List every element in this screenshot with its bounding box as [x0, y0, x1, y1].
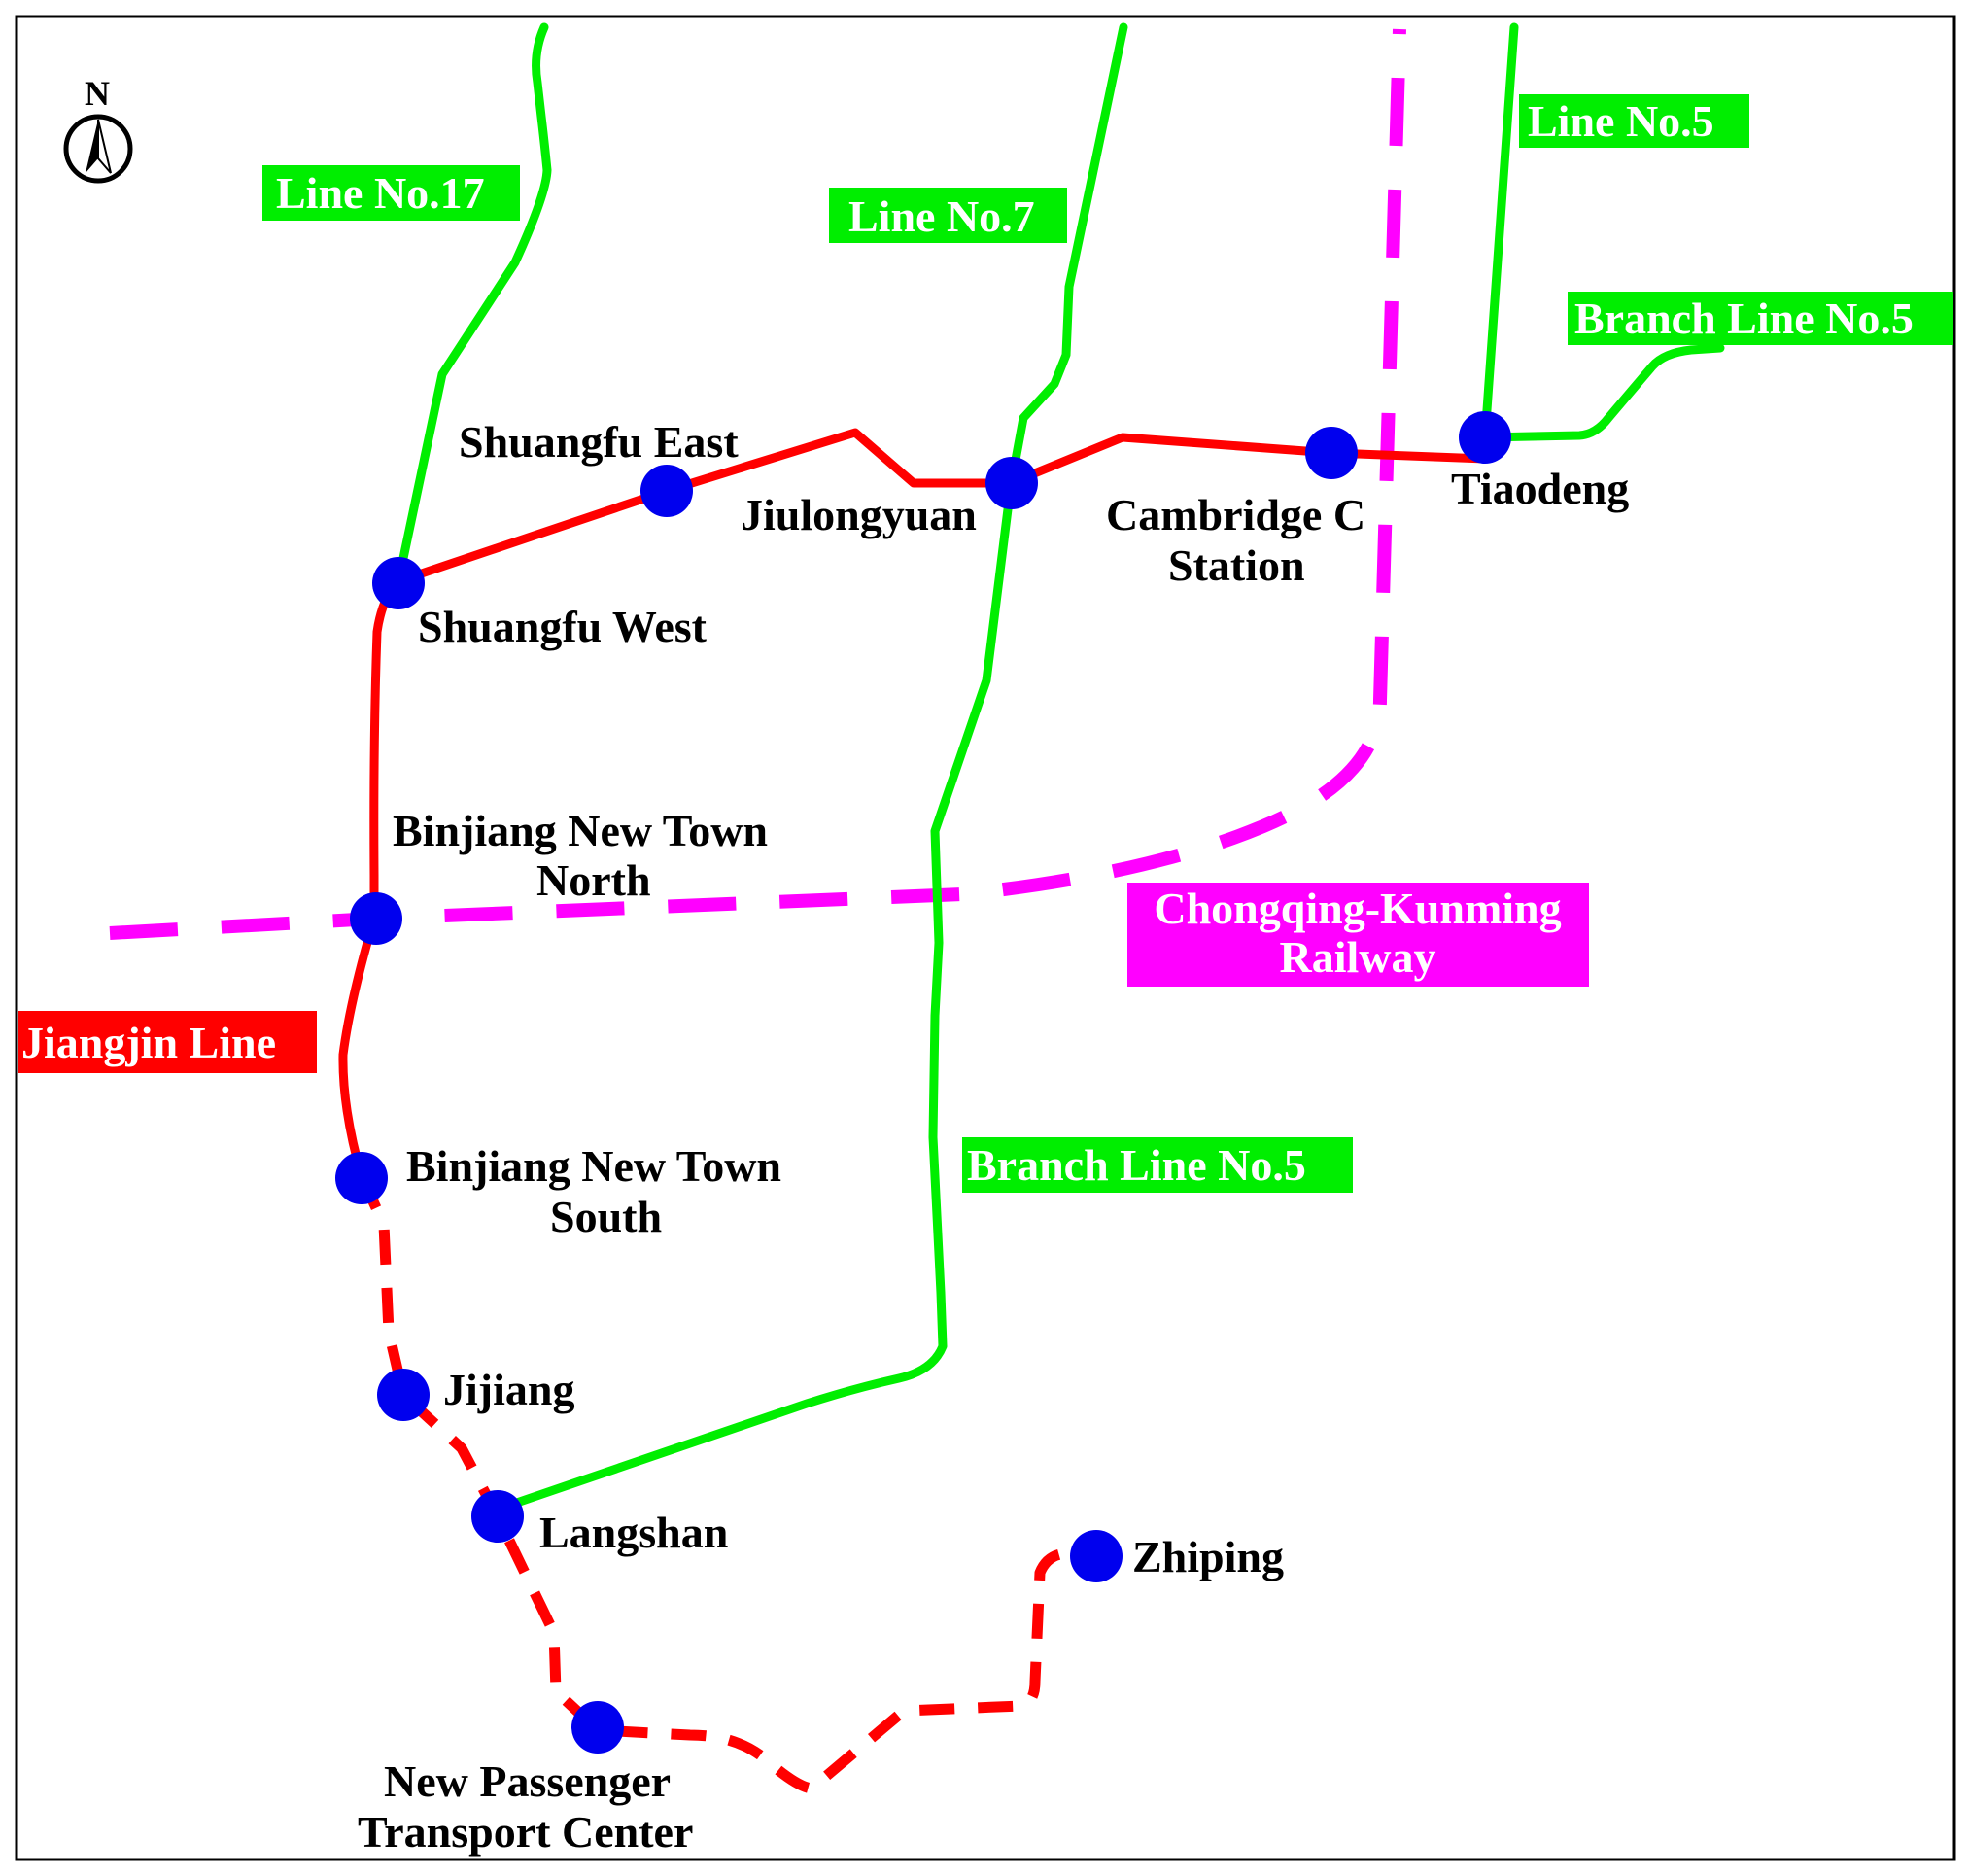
station-binjiang-new-town-south[interactable] [335, 1152, 388, 1204]
label-cambridge-c-1: Cambridge C [1106, 490, 1365, 539]
label-jiulongyuan: Jiulongyuan [741, 490, 977, 539]
north-arrow-icon [86, 120, 98, 173]
label-box-jiangjin-line [18, 1011, 317, 1073]
compass-letter: N [85, 74, 110, 113]
line-7 [501, 22, 1128, 1511]
station-zhiping[interactable] [1070, 1530, 1123, 1582]
label-shuangfu-west: Shuangfu West [418, 602, 708, 651]
label-box-railway [1127, 883, 1589, 987]
north-arrow-icon-half [97, 119, 112, 174]
label-binjiang-north-2: North [536, 855, 651, 905]
station-new-passenger-transport-center[interactable] [571, 1701, 624, 1754]
label-line-17: Line No.17 [276, 168, 485, 218]
stations [335, 411, 1511, 1754]
label-zhiping: Zhiping [1132, 1532, 1284, 1581]
label-box-line-7 [829, 188, 1067, 243]
label-shuangfu-east: Shuangfu East [459, 417, 739, 467]
label-jiangjin-line: Jiangjin Line [21, 1018, 276, 1067]
label-binjiang-south-2: South [550, 1192, 662, 1241]
label-box-branch-line-5-top [1568, 292, 1953, 345]
station-shuangfu-west[interactable] [372, 557, 425, 609]
label-jijiang: Jijiang [443, 1365, 574, 1414]
compass: N [63, 74, 133, 184]
label-binjiang-south-1: Binjiang New Town [406, 1141, 781, 1191]
station-shuangfu-east[interactable] [640, 465, 693, 517]
line-17 [394, 22, 552, 586]
station-binjiang-new-town-north[interactable] [350, 892, 402, 945]
label-cambridge-c-2: Station [1168, 540, 1305, 590]
station-langshan[interactable] [471, 1490, 524, 1543]
label-line-5: Line No.5 [1528, 96, 1714, 146]
station-jijiang[interactable] [377, 1369, 430, 1421]
label-langshan: Langshan [539, 1508, 728, 1557]
label-box-line-17 [262, 165, 520, 221]
station-tiaodeng[interactable] [1459, 411, 1511, 464]
label-box-branch-line-5-mid [962, 1137, 1353, 1193]
label-binjiang-north-1: Binjiang New Town [393, 806, 768, 855]
railway-line [109, 28, 1406, 940]
label-railway-line1: Chongqing-Kunming [1154, 884, 1561, 933]
line-5 [1480, 22, 1519, 442]
station-cambridge-c[interactable] [1305, 427, 1358, 479]
label-tiaodeng: Tiaodeng [1451, 464, 1629, 513]
label-line-7: Line No.7 [848, 191, 1035, 241]
label-npt-2: Transport Center [358, 1807, 693, 1857]
label-branch-line-5-mid: Branch Line No.5 [967, 1140, 1306, 1190]
label-box-line-5 [1519, 94, 1749, 148]
line-labels: Line No.17 Line No.7 Line No.5 Branch Li… [18, 94, 1953, 1193]
branch-line-5-top [1480, 343, 1725, 442]
station-labels: Shuangfu East Jiulongyuan Cambridge C St… [358, 417, 1629, 1857]
station-jiulongyuan[interactable] [985, 457, 1038, 509]
label-branch-line-5-top: Branch Line No.5 [1574, 294, 1914, 343]
label-railway-line2: Railway [1280, 932, 1436, 982]
label-npt-1: New Passenger [384, 1756, 671, 1806]
jiangjin-line-dashed [357, 1173, 1098, 1794]
